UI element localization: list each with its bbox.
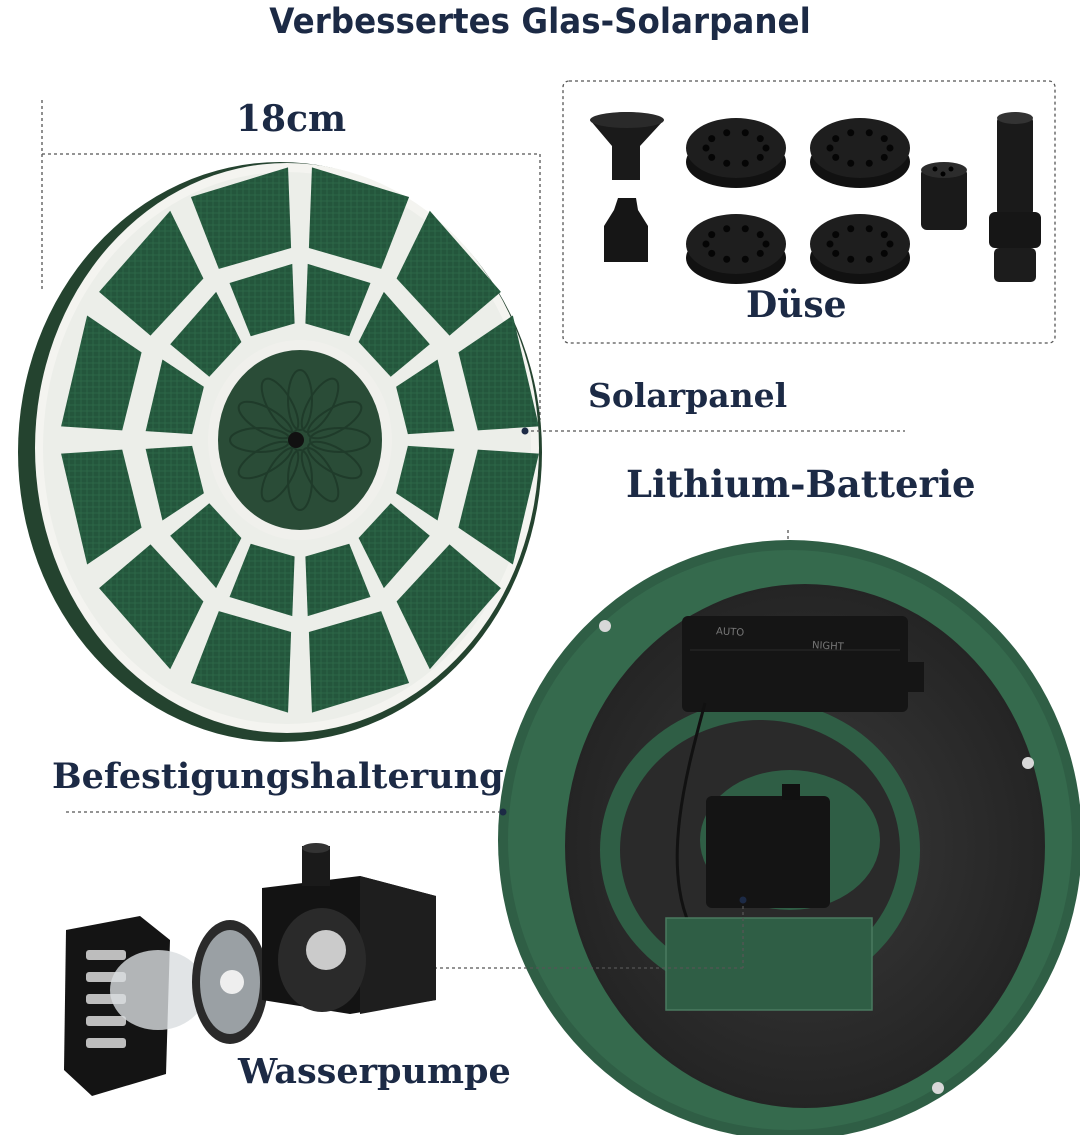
battery-mode-night: NIGHT xyxy=(811,640,845,653)
page-title: Verbessertes Glas-Solarpanel xyxy=(269,2,811,42)
pump-label: Wasserpumpe xyxy=(238,1051,511,1092)
solar-pointer xyxy=(521,427,905,435)
dimension-label: 18cm xyxy=(236,98,347,140)
dimension-guide xyxy=(41,100,541,420)
mount-label: Befestigungshalterung xyxy=(52,756,504,797)
solar-panel-disk xyxy=(18,162,542,742)
nozzle-label: Düse xyxy=(746,284,847,326)
water-pump xyxy=(64,843,436,1096)
battery-wire-pointer xyxy=(380,896,747,969)
battery-mode-auto: AUTO xyxy=(715,626,745,639)
nozzle-box xyxy=(562,80,1056,344)
mount-pointer xyxy=(66,808,507,816)
battery-label: Lithium-Batterie xyxy=(626,462,976,506)
solar-panel-label: Solarpanel xyxy=(588,376,788,415)
housing-bottom xyxy=(498,540,1080,1135)
